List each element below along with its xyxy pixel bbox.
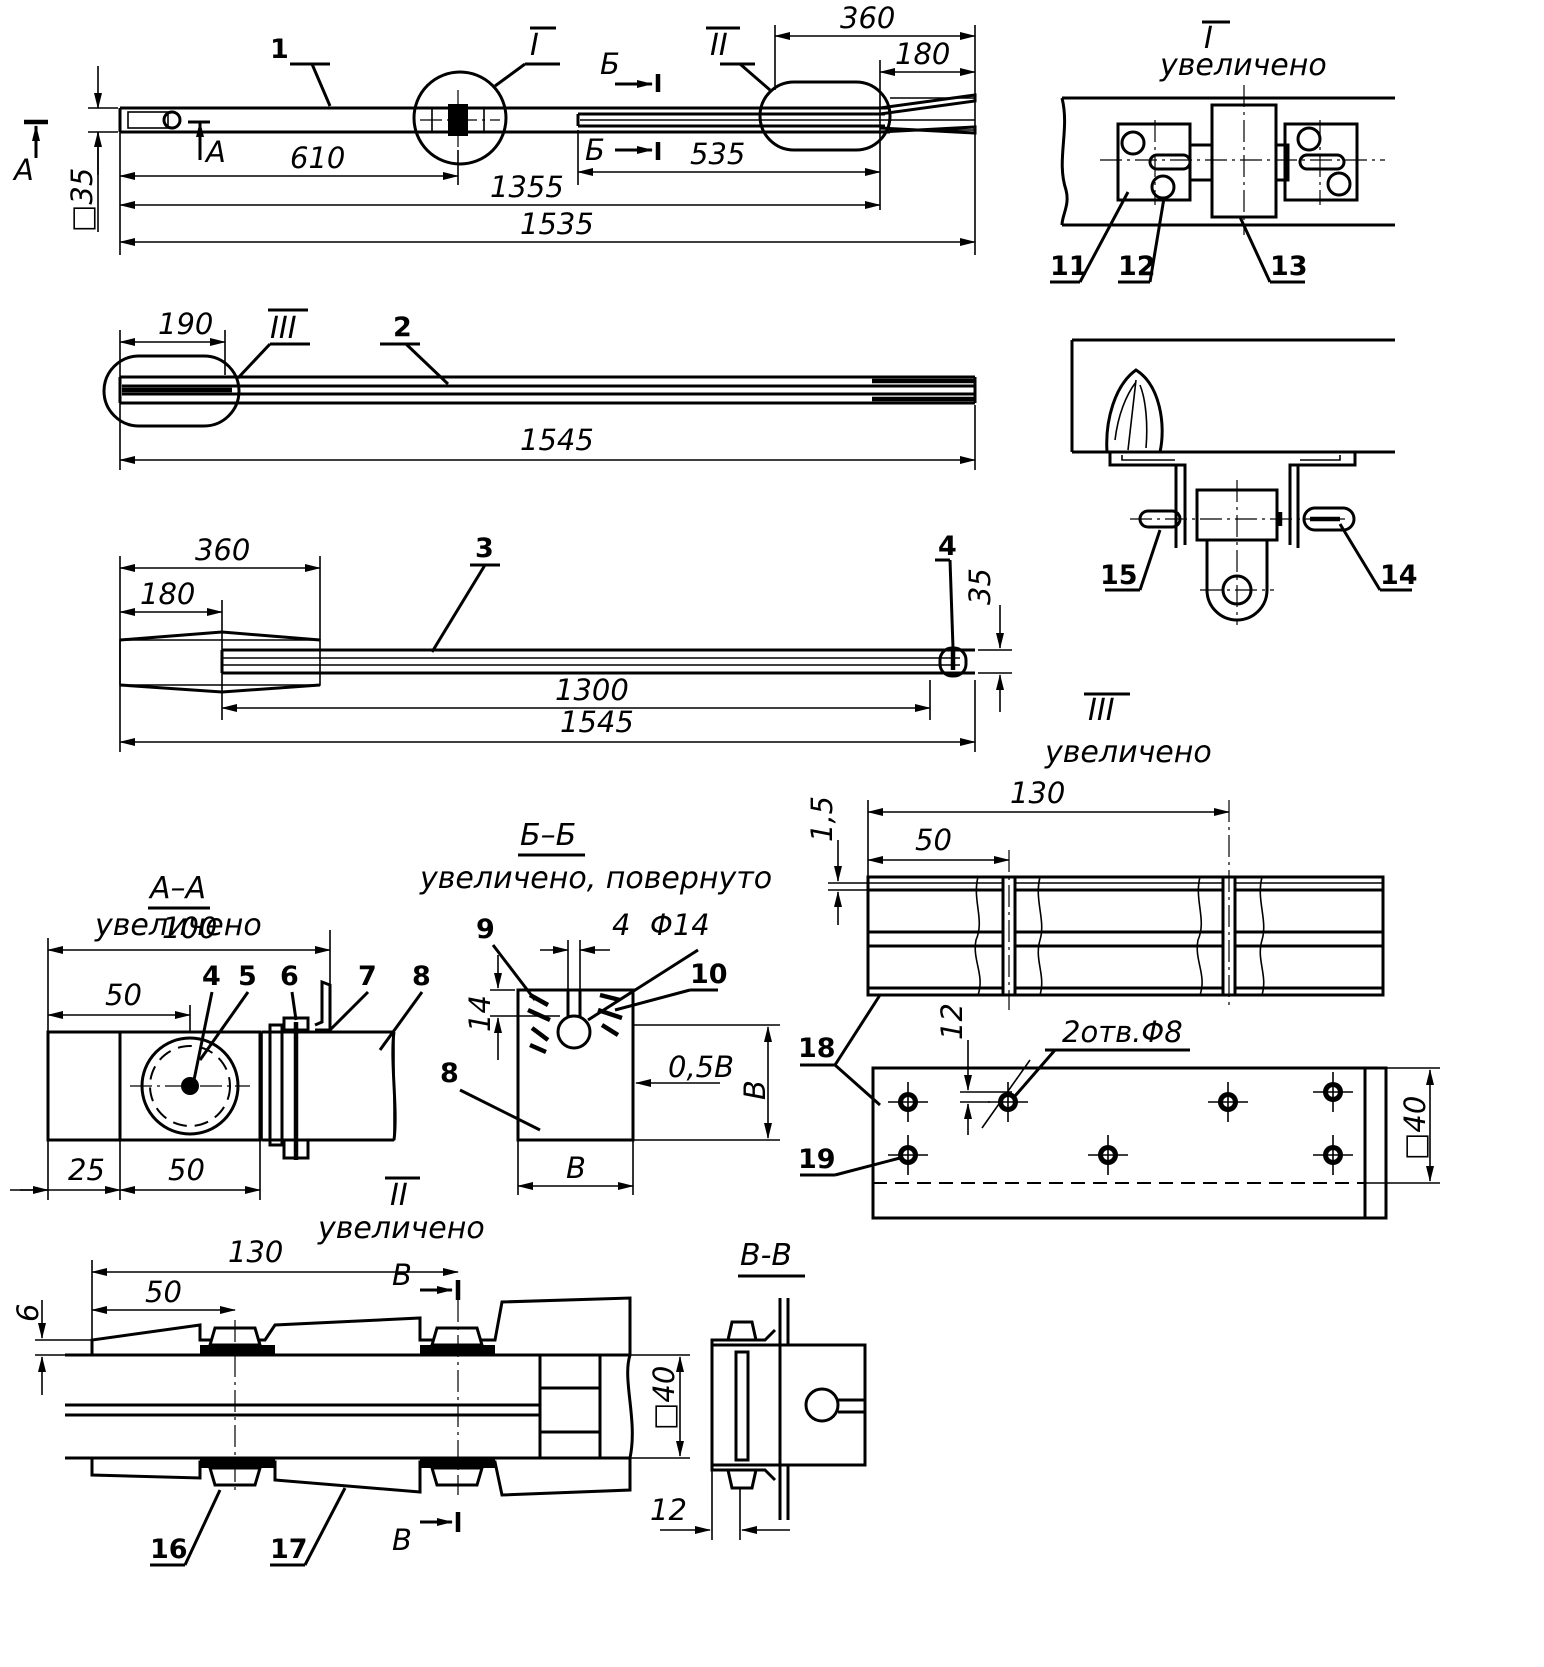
detail-III-ellipse [102, 354, 241, 428]
label-16: 16 [150, 1534, 188, 1565]
dim-0-5b: 0,5В [668, 1050, 734, 1084]
label-bb-9: 9 [476, 914, 495, 945]
detail-III-subtitle: увеличено [1044, 735, 1212, 770]
part-4-number: 4 [938, 531, 957, 562]
section-aa-view [10, 930, 424, 1200]
part-2-view [102, 330, 977, 470]
section-mark-v-bottom: В [392, 1523, 412, 1557]
dim-360-top: 360 [840, 1, 895, 35]
dim-1-5: 1,5 [805, 796, 839, 842]
part-1-number: 1 [270, 34, 289, 65]
callout-III: III [270, 311, 297, 346]
label-aa-5: 5 [238, 961, 257, 992]
detail-II-title: II [390, 1178, 408, 1213]
hinge-detail-view [1070, 338, 1412, 625]
dim-1535: 1535 [520, 207, 594, 241]
dim-535: 535 [690, 137, 745, 171]
label-bb-10: 10 [690, 959, 728, 990]
dim-610: 610 [290, 141, 345, 175]
dim-4: 4 [612, 908, 630, 942]
section-bb-subtitle: увеличено, повернуто [419, 861, 772, 896]
section-vv-view [660, 1298, 867, 1540]
dim-b-bottom: В [566, 1151, 586, 1185]
part-2-number: 2 [393, 312, 412, 343]
label-17: 17 [270, 1534, 308, 1565]
detail-III-view [800, 800, 1440, 1220]
holes-note: 2отв.Φ8 [1062, 1015, 1183, 1049]
label-11: 11 [1050, 251, 1088, 282]
dim-180-part3: 180 [140, 577, 195, 611]
dim-190: 190 [158, 307, 213, 341]
label-14: 14 [1380, 560, 1418, 591]
detail-I-subtitle: увеличено [1159, 48, 1327, 83]
dim-25: 25 [68, 1153, 105, 1187]
dim-12-III: 12 [935, 1003, 969, 1040]
section-mark-b-bottom: Б [585, 133, 605, 167]
label-15: 15 [1100, 560, 1138, 591]
detail-I-circle [412, 70, 508, 166]
section-bb-view [459, 940, 780, 1195]
part-1-view [24, 25, 977, 255]
label-bb-8: 8 [440, 1058, 459, 1089]
section-mark-a-left: А [12, 153, 34, 187]
dim-6: 6 [11, 1304, 45, 1322]
section-mark-v-top: В [392, 1258, 412, 1292]
dim-100: 100 [162, 911, 217, 945]
detail-II-subtitle: увеличено [317, 1211, 485, 1246]
detail-I-view [1050, 20, 1395, 284]
dim-50-II: 50 [145, 1275, 182, 1309]
detail-II-ellipse [758, 80, 892, 152]
callout-II: II [710, 28, 728, 63]
detail-III-title: III [1088, 693, 1115, 728]
part-3-number: 3 [475, 533, 494, 564]
callout-I: I [530, 28, 539, 63]
dim-360-part3: 360 [195, 533, 250, 567]
dim-1545-part3: 1545 [560, 705, 634, 739]
detail-I-title: I [1204, 21, 1213, 56]
label-18: 18 [798, 1033, 836, 1064]
label-aa-8: 8 [412, 961, 431, 992]
dim-130-III: 130 [1010, 776, 1065, 810]
label-aa-6: 6 [280, 961, 299, 992]
dim-square-35: □35 [65, 168, 99, 232]
label-12: 12 [1118, 251, 1156, 282]
section-bb-title: Б–Б [520, 818, 576, 853]
section-mark-a: А [204, 135, 226, 169]
dim-square-40-III: □40 [1398, 1096, 1432, 1160]
dim-130-II: 130 [228, 1235, 283, 1269]
dim-1300: 1300 [555, 673, 629, 707]
dim-1545-part2: 1545 [520, 423, 594, 457]
dim-diameter-14: Φ14 [650, 908, 710, 942]
dim-14: 14 [463, 995, 497, 1032]
dim-b-side: В [738, 1080, 772, 1100]
label-aa-7: 7 [358, 961, 377, 992]
part-3-view [119, 556, 1012, 752]
dim-50-aa-top: 50 [105, 978, 142, 1012]
section-aa-title: А–А [148, 871, 206, 906]
section-mark-b-top: Б [600, 47, 620, 81]
label-19: 19 [798, 1144, 836, 1175]
dim-35-part3: 35 [963, 568, 997, 605]
dim-50-aa-bottom: 50 [168, 1153, 205, 1187]
dim-180-top: 180 [895, 37, 950, 71]
dim-1355: 1355 [490, 170, 564, 204]
detail-II-view [35, 1260, 690, 1567]
label-13: 13 [1270, 251, 1308, 282]
section-vv-title: В-В [740, 1238, 792, 1273]
label-aa-4: 4 [202, 961, 221, 992]
dim-square-40-II: □40 [647, 1366, 681, 1430]
dim-50-III: 50 [915, 823, 952, 857]
section-aa-subtitle: увеличено [94, 908, 262, 943]
dim-12-vv: 12 [650, 1493, 687, 1527]
